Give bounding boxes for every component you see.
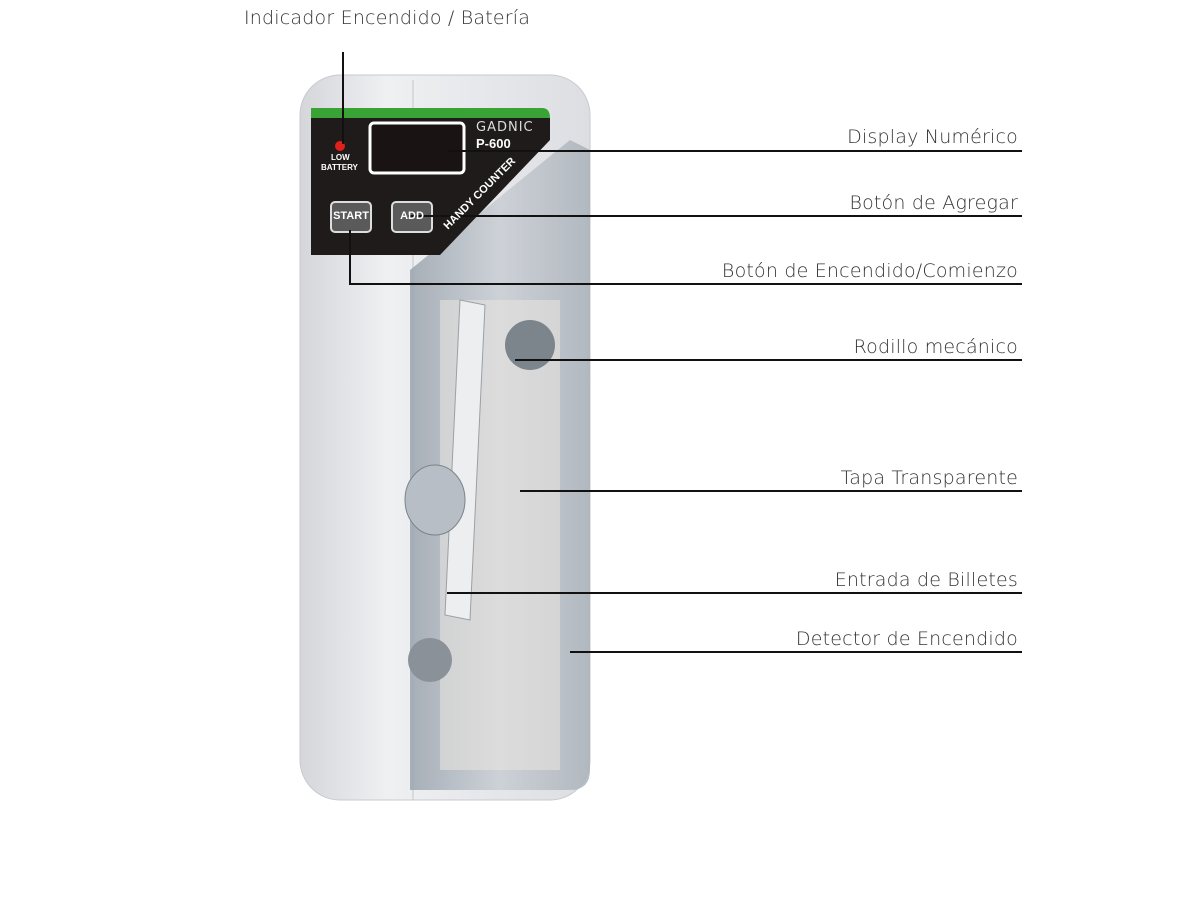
callout-display: Display Numérico xyxy=(847,126,1018,148)
battery-label: BATTERY xyxy=(321,163,358,172)
brand-label: GADNIC xyxy=(476,120,534,135)
low-label: LOW xyxy=(331,153,350,162)
callout-power-indicator: Indicador Encendido / Batería xyxy=(244,7,531,29)
callout-start-button: Botón de Encendido/Comienzo xyxy=(721,260,1018,282)
model-label: P-600 xyxy=(476,136,511,151)
numeric-display xyxy=(368,121,466,175)
callout-lines xyxy=(342,52,1022,653)
callout-cover: Tapa Transparente xyxy=(840,467,1018,489)
add-button-label[interactable]: ADD xyxy=(400,210,424,222)
callout-detector: Detector de Encendido xyxy=(795,628,1018,650)
roller-icon xyxy=(505,320,555,370)
control-panel xyxy=(311,108,550,255)
callout-roller: Rodillo mecánico xyxy=(853,336,1018,358)
start-button-label[interactable]: START xyxy=(333,210,369,222)
callout-add-button: Botón de Agregar xyxy=(849,192,1018,214)
callout-bill-entry: Entrada de Billetes xyxy=(834,569,1018,591)
transparent-cover xyxy=(404,140,590,790)
